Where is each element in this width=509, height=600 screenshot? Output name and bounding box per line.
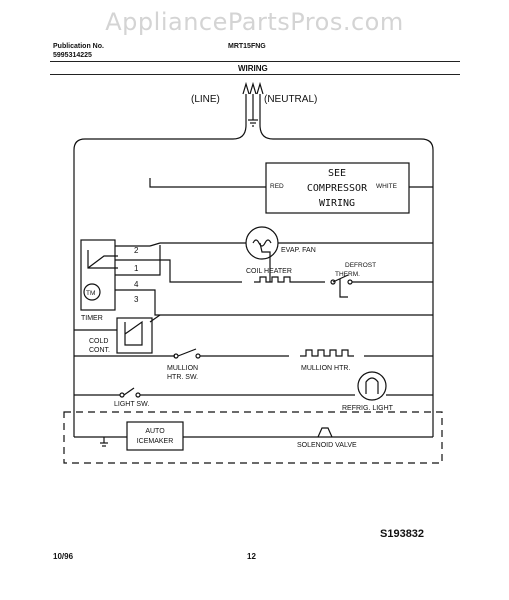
refrig-light-label: REFRIG. LIGHT — [342, 405, 394, 412]
compressor-wiring: WIRING — [319, 198, 355, 209]
timer-box — [80, 239, 116, 311]
footer-page: 12 — [247, 552, 256, 561]
terminal-3: 3 — [134, 295, 139, 304]
icemaker-label: ICEMAKER — [137, 438, 174, 445]
defrost-label: DEFROST — [345, 262, 376, 269]
section-title: WIRING — [238, 64, 268, 73]
terminal-1: 1 — [134, 264, 139, 273]
timer-label: TIMER — [81, 315, 103, 322]
mullion-sw-label: MULLION — [167, 365, 198, 372]
footer-date: 10/96 — [53, 552, 74, 561]
header-rule — [50, 61, 460, 62]
coil-heater-icon — [254, 276, 296, 283]
icemaker-dashed-box — [63, 411, 443, 464]
auto-label: AUTO — [145, 428, 165, 435]
mullion-heater-icon — [300, 349, 354, 357]
light-switch-label: LIGHT SW. — [114, 401, 149, 408]
drawing-reference: S193832 — [380, 528, 425, 540]
publication-number: 5995314225 — [53, 52, 92, 59]
cont-label: CONT. — [89, 347, 110, 354]
auto-icemaker-box — [126, 421, 184, 451]
solenoid-valve-label: SOLENOID VALVE — [297, 442, 357, 449]
cold-label: COLD — [89, 338, 108, 345]
refrigerator-light-bulb-icon — [357, 371, 387, 401]
light-switch-icon — [119, 387, 141, 398]
timer-motor-label: TM — [86, 290, 95, 297]
mullion-htr-sw-label: HTR. SW. — [167, 374, 198, 381]
white-wire-label: WHITE — [376, 183, 398, 190]
icemaker-ground-icon — [100, 437, 108, 447]
ground-icon — [248, 119, 258, 127]
mullion-heater-label: MULLION HTR. — [301, 365, 350, 372]
compressor-box — [265, 162, 410, 214]
terminal-2: 2 — [134, 246, 139, 255]
timer-motor-icon — [83, 283, 101, 301]
model-number: MRT15FNG — [228, 43, 266, 50]
defrost-thermostat-icon — [330, 274, 353, 298]
therm-label: THERM. — [335, 271, 360, 278]
power-plug-icon — [242, 81, 264, 120]
mullion-heater-switch-icon — [173, 348, 201, 359]
cold-control-box — [116, 317, 153, 354]
red-wire-label: RED — [270, 183, 284, 190]
watermark: AppliancePartsPros.com — [105, 8, 404, 36]
solenoid-valve-icon — [317, 427, 333, 438]
neutral-label: (NEUTRAL) — [264, 94, 317, 105]
evap-fan-motor-icon — [245, 226, 279, 260]
line-label: (LINE) — [191, 94, 220, 105]
compressor-title: COMPRESSOR — [307, 183, 368, 194]
terminal-4: 4 — [134, 280, 139, 289]
section-rule — [50, 74, 460, 75]
compressor-see: SEE — [328, 168, 346, 179]
evap-fan-label: EVAP. FAN — [281, 247, 316, 254]
publication-label: Publication No. — [53, 43, 104, 50]
coil-heater-label: COIL HEATER — [246, 268, 292, 275]
